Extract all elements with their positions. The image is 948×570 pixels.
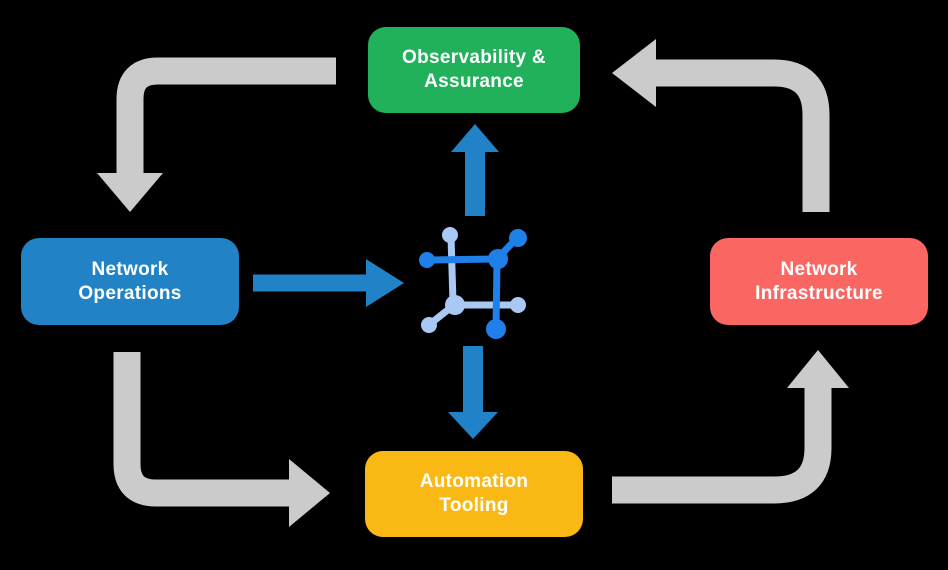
node-label-line: Network <box>91 258 169 280</box>
mesh-dark-node <box>488 249 508 269</box>
arrow-shaft <box>116 57 336 174</box>
arrow-head-up-icon <box>787 350 849 388</box>
mesh-light-node <box>442 227 458 243</box>
arrow-shaft <box>113 352 289 507</box>
arrow-infrastructure-to-observability <box>612 39 830 212</box>
arrow-head-right-icon <box>289 459 330 527</box>
arrow-center-to-automation <box>448 346 498 439</box>
arrow-operations-to-automation <box>113 352 330 527</box>
arrow-head-right-icon <box>366 259 404 307</box>
mesh-dark-node <box>419 252 435 268</box>
node-label-line: Assurance <box>424 71 524 92</box>
arrow-operations-to-center <box>253 259 404 307</box>
node-label-line: Automation <box>419 471 529 492</box>
node-network-operations: Network Operations <box>21 238 239 325</box>
node-network-infrastructure: Network Infrastructure <box>710 238 928 325</box>
node-label-line: Network <box>780 258 858 280</box>
arrow-head-up-icon <box>451 124 499 152</box>
mesh-dark-node <box>486 319 506 339</box>
arrow-automation-to-infrastructure <box>612 350 849 504</box>
mesh-dark-line <box>425 255 500 264</box>
arrow-shaft <box>612 387 832 504</box>
mesh-light-line <box>447 232 457 306</box>
node-label-line: Observability & <box>402 47 546 68</box>
arrow-head-down-icon <box>448 412 498 439</box>
node-automation-tooling: Automation Tooling <box>365 451 583 537</box>
mesh-light-node <box>510 297 526 313</box>
arrow-observability-to-operations <box>97 57 336 212</box>
arrow-head-down-icon <box>97 173 163 212</box>
node-observability-assurance: Observability & Assurance <box>368 27 580 113</box>
node-label-line: Infrastructure <box>755 282 883 304</box>
network-mesh-icon <box>419 227 527 339</box>
arrow-head-left-icon <box>612 39 656 107</box>
node-label-line: Tooling <box>439 495 509 516</box>
mesh-light-node <box>445 295 465 315</box>
arrow-center-to-observability <box>451 124 499 216</box>
arrow-shaft <box>656 59 830 212</box>
mesh-dark-node <box>509 229 527 247</box>
mesh-dark-line <box>492 257 501 331</box>
mesh-light-node <box>421 317 437 333</box>
node-label-line: Operations <box>78 282 182 304</box>
